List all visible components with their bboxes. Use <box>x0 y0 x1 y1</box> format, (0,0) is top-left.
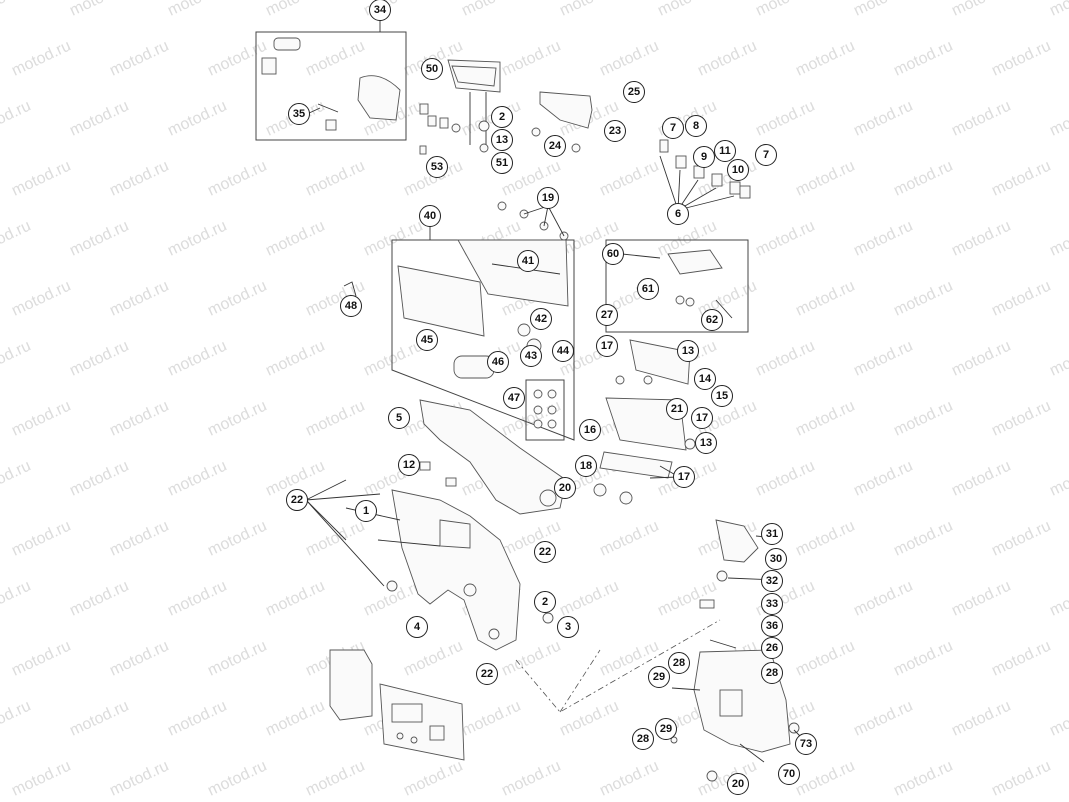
callout-2: 2 <box>534 591 556 613</box>
callout-17: 17 <box>673 466 695 488</box>
callout-20: 20 <box>554 477 576 499</box>
assembly-line <box>515 619 721 713</box>
callout-30: 30 <box>765 548 787 570</box>
callout-29: 29 <box>655 718 677 740</box>
callout-26: 26 <box>761 637 783 659</box>
callout-1: 1 <box>355 500 377 522</box>
callout-28: 28 <box>668 652 690 674</box>
callout-35: 35 <box>288 103 310 125</box>
callout-10: 10 <box>727 159 749 181</box>
callout-2: 2 <box>491 106 513 128</box>
callout-22: 22 <box>286 489 308 511</box>
panel-part-40 <box>397 239 569 429</box>
callout-5: 5 <box>388 407 410 429</box>
frame-part-5 <box>419 399 567 515</box>
callout-13: 13 <box>491 129 513 151</box>
switch-set-part <box>659 139 751 211</box>
callout-36: 36 <box>761 615 783 637</box>
group-box-60 <box>605 239 749 333</box>
callout-53: 53 <box>426 156 448 178</box>
callout-61: 61 <box>637 278 659 300</box>
display-unit-part <box>419 59 501 155</box>
callout-22: 22 <box>476 663 498 685</box>
callout-43: 43 <box>520 345 542 367</box>
battery-box-60 <box>667 249 733 319</box>
group-box-47 <box>525 379 565 441</box>
callout-7: 7 <box>755 144 777 166</box>
callout-51: 51 <box>491 152 513 174</box>
callout-20: 20 <box>727 773 749 795</box>
callout-24: 24 <box>544 135 566 157</box>
callout-13: 13 <box>677 340 699 362</box>
callout-8: 8 <box>685 115 707 137</box>
callout-70: 70 <box>778 763 800 785</box>
callout-4: 4 <box>406 616 428 638</box>
wire-clip-48 <box>343 281 357 297</box>
callout-7: 7 <box>662 117 684 139</box>
callout-9: 9 <box>693 146 715 168</box>
callout-14: 14 <box>694 368 716 390</box>
callout-21: 21 <box>666 398 688 420</box>
callout-42: 42 <box>530 308 552 330</box>
callout-17: 17 <box>596 335 618 357</box>
callout-3: 3 <box>557 616 579 638</box>
callout-48: 48 <box>340 295 362 317</box>
callout-17: 17 <box>691 407 713 429</box>
control-box-part <box>329 649 465 761</box>
callout-11: 11 <box>714 140 736 162</box>
callout-29: 29 <box>648 666 670 688</box>
callout-28: 28 <box>761 662 783 684</box>
callout-27: 27 <box>596 304 618 326</box>
callout-60: 60 <box>602 243 624 265</box>
assembly-line-2 <box>559 649 601 713</box>
callout-23: 23 <box>604 120 626 142</box>
callout-40: 40 <box>419 205 441 227</box>
callout-34: 34 <box>369 0 391 21</box>
callout-33: 33 <box>761 593 783 615</box>
screw-set-19 <box>497 201 569 241</box>
callout-44: 44 <box>552 340 574 362</box>
callout-15: 15 <box>711 385 733 407</box>
callout-41: 41 <box>517 250 539 272</box>
callout-12: 12 <box>398 454 420 476</box>
callout-28: 28 <box>632 728 654 750</box>
callout-50: 50 <box>421 58 443 80</box>
callout-25: 25 <box>623 81 645 103</box>
callout-18: 18 <box>575 455 597 477</box>
callout-46: 46 <box>487 351 509 373</box>
callout-19: 19 <box>537 187 559 209</box>
bracket-part-23 <box>531 91 593 153</box>
callout-32: 32 <box>761 570 783 592</box>
callout-22: 22 <box>534 541 556 563</box>
callout-45: 45 <box>416 329 438 351</box>
callout-73: 73 <box>795 733 817 755</box>
callout-6: 6 <box>667 203 689 225</box>
handle-grip-part <box>261 37 401 131</box>
callout-47: 47 <box>503 387 525 409</box>
callout-16: 16 <box>579 419 601 441</box>
group-box-34 <box>255 31 407 141</box>
frame-part-4 <box>345 489 554 651</box>
callout-13: 13 <box>695 432 717 454</box>
callout-31: 31 <box>761 523 783 545</box>
callout-62: 62 <box>701 309 723 331</box>
